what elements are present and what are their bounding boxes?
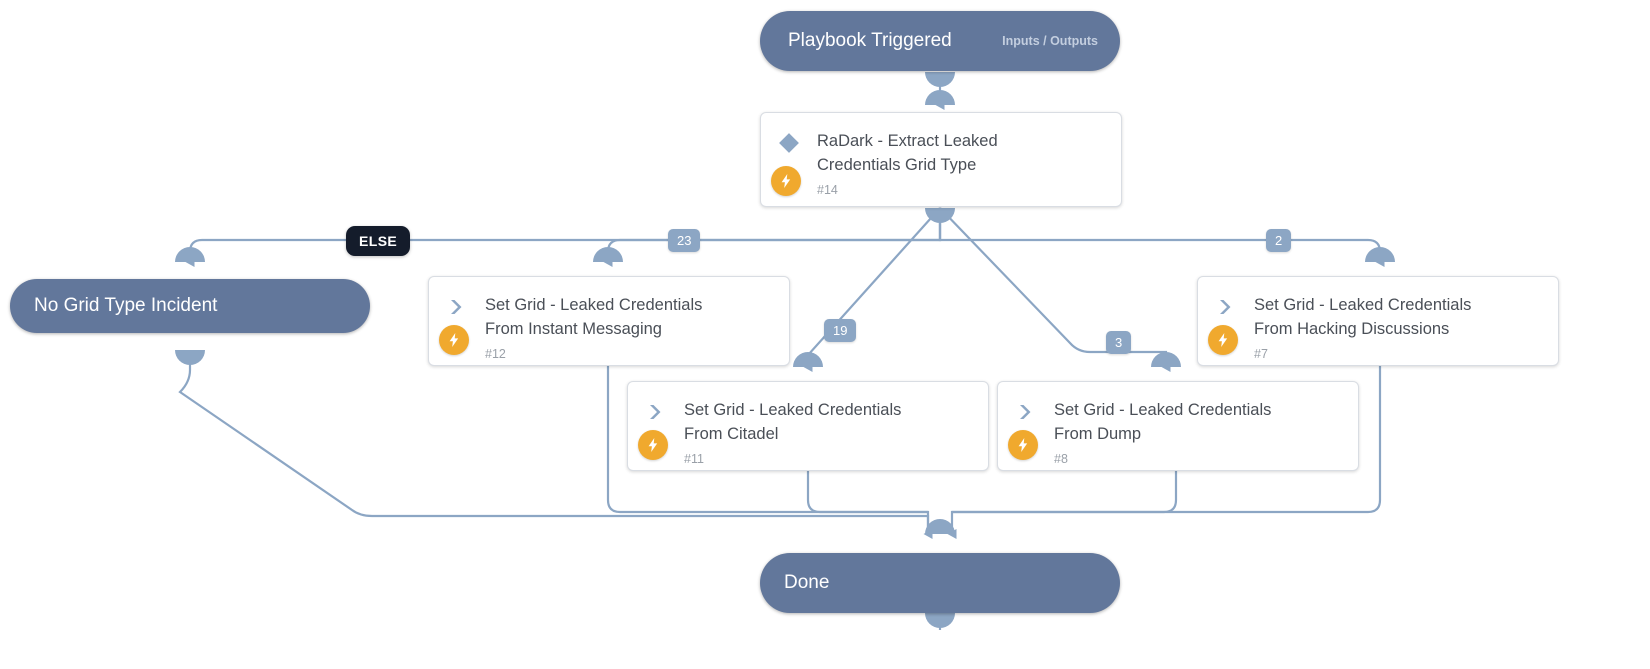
edge-19-to-citadel — [803, 207, 941, 372]
automation-bolt-icon — [1208, 325, 1238, 355]
automation-bolt-icon — [771, 166, 801, 196]
automation-bolt-icon — [439, 325, 469, 355]
node-task-id: #8 — [1054, 452, 1068, 466]
node-title: RaDark - Extract Leaked Credentials Grid… — [817, 132, 998, 174]
node-no-grid-type-incident[interactable]: No Grid Type Incident — [10, 279, 370, 333]
playbook-inputs-outputs-link[interactable]: Inputs / Outputs — [1002, 34, 1098, 48]
edge-hacking-to-done — [952, 350, 1382, 514]
node-task-id: #7 — [1254, 347, 1268, 361]
edge-2-to-hacking — [938, 208, 1385, 267]
chevron-double-right-icon — [1012, 398, 1040, 426]
edge-23-to-instant-messaging — [603, 208, 942, 267]
node-done[interactable]: Done — [760, 553, 1120, 613]
no-grid-type-incident-title: No Grid Type Incident — [34, 295, 218, 316]
automation-bolt-icon — [638, 430, 668, 460]
node-set-grid-hacking-discussions[interactable]: Set Grid - Leaked Credentials From Hacki… — [1197, 276, 1559, 366]
automation-bolt-icon — [1008, 430, 1038, 460]
node-task-id: #12 — [485, 347, 506, 361]
edge-else-to-no-grid — [185, 208, 942, 267]
node-set-grid-instant-messaging[interactable]: Set Grid - Leaked Credentials From Insta… — [428, 276, 790, 366]
done-title: Done — [784, 572, 830, 593]
node-set-grid-dump[interactable]: Set Grid - Leaked Credentials From Dump … — [997, 381, 1359, 471]
condition-diamond-icon — [775, 129, 803, 157]
node-title: Set Grid - Leaked Credentials From Citad… — [684, 401, 902, 443]
edge-label-19[interactable]: 19 — [824, 319, 857, 342]
node-title: Set Grid - Leaked Credentials From Dump — [1054, 401, 1272, 443]
node-set-grid-citadel[interactable]: Set Grid - Leaked Credentials From Citad… — [627, 381, 989, 471]
edge-label-2[interactable]: 2 — [1266, 229, 1292, 252]
playbook-triggered-title: Playbook Triggered — [788, 30, 952, 51]
chevron-double-right-icon — [1212, 293, 1240, 321]
edge-no-grid-to-done — [178, 350, 933, 539]
chevron-double-right-icon — [443, 293, 471, 321]
node-playbook-triggered[interactable]: Playbook Triggered Inputs / Outputs — [760, 11, 1120, 71]
node-task-id: #11 — [684, 452, 704, 466]
node-task-id: #14 — [817, 183, 838, 197]
edge-label-else[interactable]: ELSE — [346, 226, 411, 256]
edge-3-to-dump — [939, 207, 1171, 372]
node-title: Set Grid - Leaked Credentials From Insta… — [485, 296, 703, 338]
edge-citadel-to-done — [806, 455, 928, 514]
edge-label-3[interactable]: 3 — [1106, 331, 1132, 354]
edge-instant-messaging-to-done — [606, 350, 930, 534]
edge-label-23[interactable]: 23 — [668, 229, 701, 252]
node-radark-extract-leaked-credentials-grid-type[interactable]: RaDark - Extract Leaked Credentials Grid… — [760, 112, 1122, 207]
node-title: Set Grid - Leaked Credentials From Hacki… — [1254, 296, 1472, 338]
chevron-double-right-icon — [642, 398, 670, 426]
